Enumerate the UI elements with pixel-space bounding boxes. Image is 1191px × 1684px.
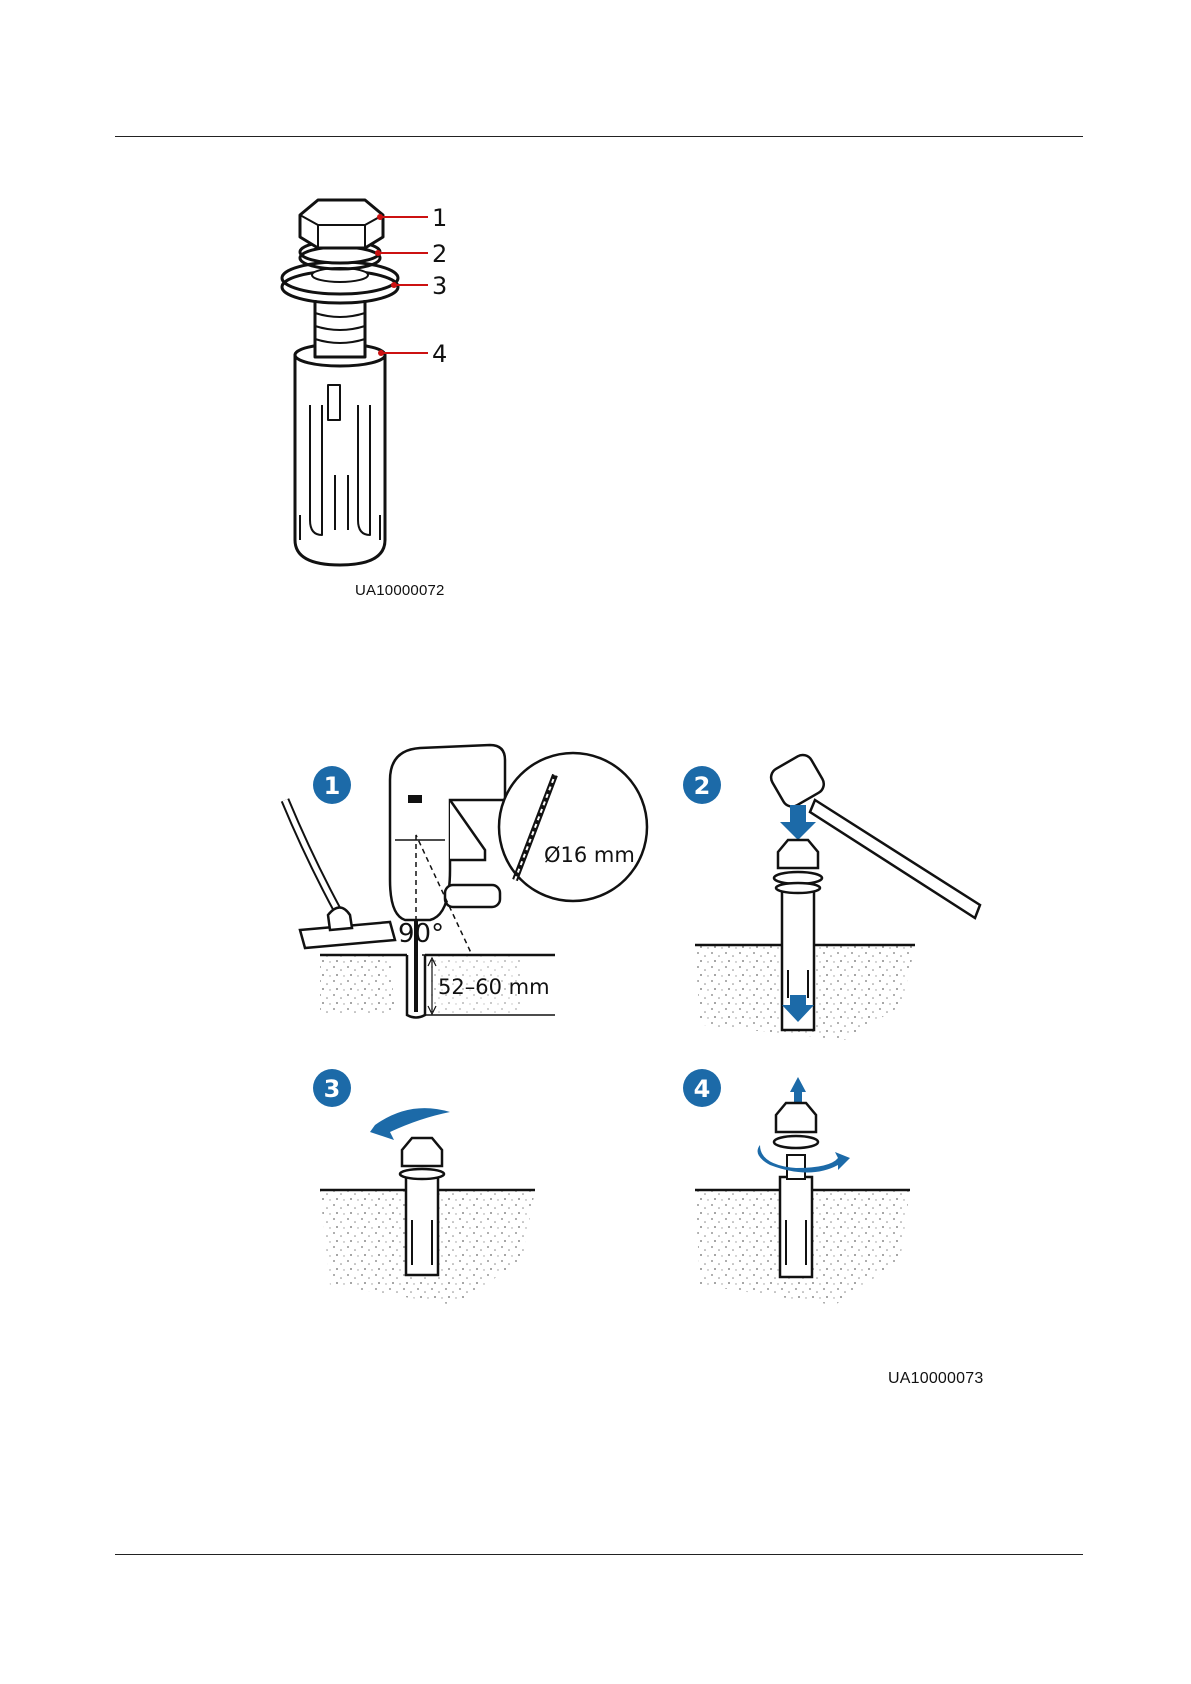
installation-steps-figure: 1 90° bbox=[290, 740, 1010, 1340]
step-badge-3: 3 bbox=[324, 1075, 341, 1103]
step-badge-2: 2 bbox=[694, 772, 711, 800]
expansion-bolt-illustration: 1 2 3 4 bbox=[270, 195, 500, 575]
callout-3: 3 bbox=[432, 272, 447, 300]
drill-bit-label: Ø16 mm bbox=[544, 843, 635, 867]
step-4-remove: 4 bbox=[683, 1069, 910, 1305]
figure-id-2: UA10000073 bbox=[888, 1370, 983, 1388]
step-badge-4: 4 bbox=[694, 1075, 711, 1103]
footer-rule bbox=[115, 1554, 1083, 1555]
depth-label: 52–60 mm bbox=[438, 975, 550, 999]
callout-4: 4 bbox=[432, 340, 447, 368]
step-2-hammer: 2 bbox=[683, 751, 980, 1040]
step-badge-1: 1 bbox=[324, 772, 341, 800]
header-rule bbox=[115, 136, 1083, 137]
figure-id-1: UA10000072 bbox=[355, 582, 445, 599]
callout-1: 1 bbox=[432, 204, 447, 232]
expansion-bolt-figure: 1 2 3 4 bbox=[270, 195, 500, 575]
callout-2: 2 bbox=[432, 240, 447, 268]
step-1-drill: 1 90° bbox=[285, 745, 647, 1018]
step-3-tighten: 3 bbox=[313, 1069, 535, 1305]
installation-steps-illustration: 1 90° bbox=[290, 740, 1010, 1340]
angle-label: 90° bbox=[398, 919, 444, 949]
